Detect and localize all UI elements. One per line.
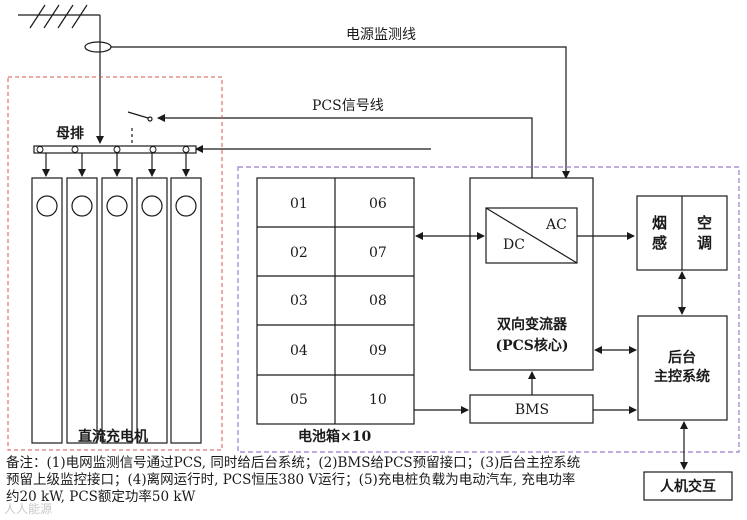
watermark: 人人能源 [4,502,53,516]
backend-control-block [637,315,728,421]
hmi-label: 人机交互 [660,478,716,495]
busbar [33,145,197,154]
power-monitor-label: 电源监测线 [346,27,416,43]
dc-charger-label: 直流充电机 [78,428,148,445]
battery-cell: 05 [290,392,308,408]
converter-diagonal [485,207,578,264]
smoke-detector-label-2: 感 [652,234,667,252]
backend-label-1: 后台 [668,349,696,366]
converter-dc-label: DC [503,237,525,253]
battery-cell-labels: 01 02 03 04 05 06 07 08 09 10 [290,196,387,408]
notes: 备注：(1)电网监测信号通过PCS, 同时给后台系统；(2)BMS给PCS预留接… [6,455,636,506]
battery-cell: 02 [290,245,308,261]
battery-cell: 08 [369,293,387,309]
battery-cell: 01 [290,196,308,212]
note-line: 备注：(1)电网监测信号通过PCS, 同时给后台系统；(2)BMS给PCS预留接… [6,455,581,471]
note-line: 预留上级监控接口；(4)离网运行时, PCS恒压380 V运行；(5)充电桩负载… [6,472,576,488]
hmi-block [643,471,733,501]
current-transformer [84,41,112,53]
air-conditioner-label-1: 空 [697,214,712,232]
battery-box-grid [256,177,415,425]
air-conditioner-label-2: 调 [697,234,712,252]
charger-unit [136,153,168,444]
backend-label-2: 主控系统 [654,368,710,385]
battery-cell: 10 [369,392,387,408]
battery-box-label: 电池箱×10 [298,428,371,445]
charger-unit [101,153,133,444]
charger-unit [31,153,63,444]
power-monitor-line [111,46,570,179]
grid-source-icon [18,4,100,29]
battery-cell: 09 [369,343,387,359]
smoke-detector-label-1: 烟 [652,214,667,232]
ess-region [237,166,740,453]
battery-cell: 06 [369,196,387,212]
battery-cell: 03 [290,293,308,309]
pcs-signal-line [157,114,533,178]
charger-unit [170,153,202,444]
note-line: 约20 kW, PCS额定功率50 kW [6,489,196,505]
pcs-block [469,177,594,371]
switch-icon [127,111,153,148]
dc-charger-region [7,76,223,451]
converter-ac-label: AC [545,217,567,233]
bms-label: BMS [515,402,549,418]
charger-units [31,153,202,444]
busbar-label: 母排 [56,125,84,142]
pcs-signal-label: PCS信号线 [312,98,384,114]
battery-cell: 07 [369,245,387,261]
pcs-title: 双向变流器 [497,316,568,333]
pcs-core-label: (PCS核心) [495,337,568,354]
battery-cell: 04 [290,343,308,359]
charger-unit [66,153,98,444]
